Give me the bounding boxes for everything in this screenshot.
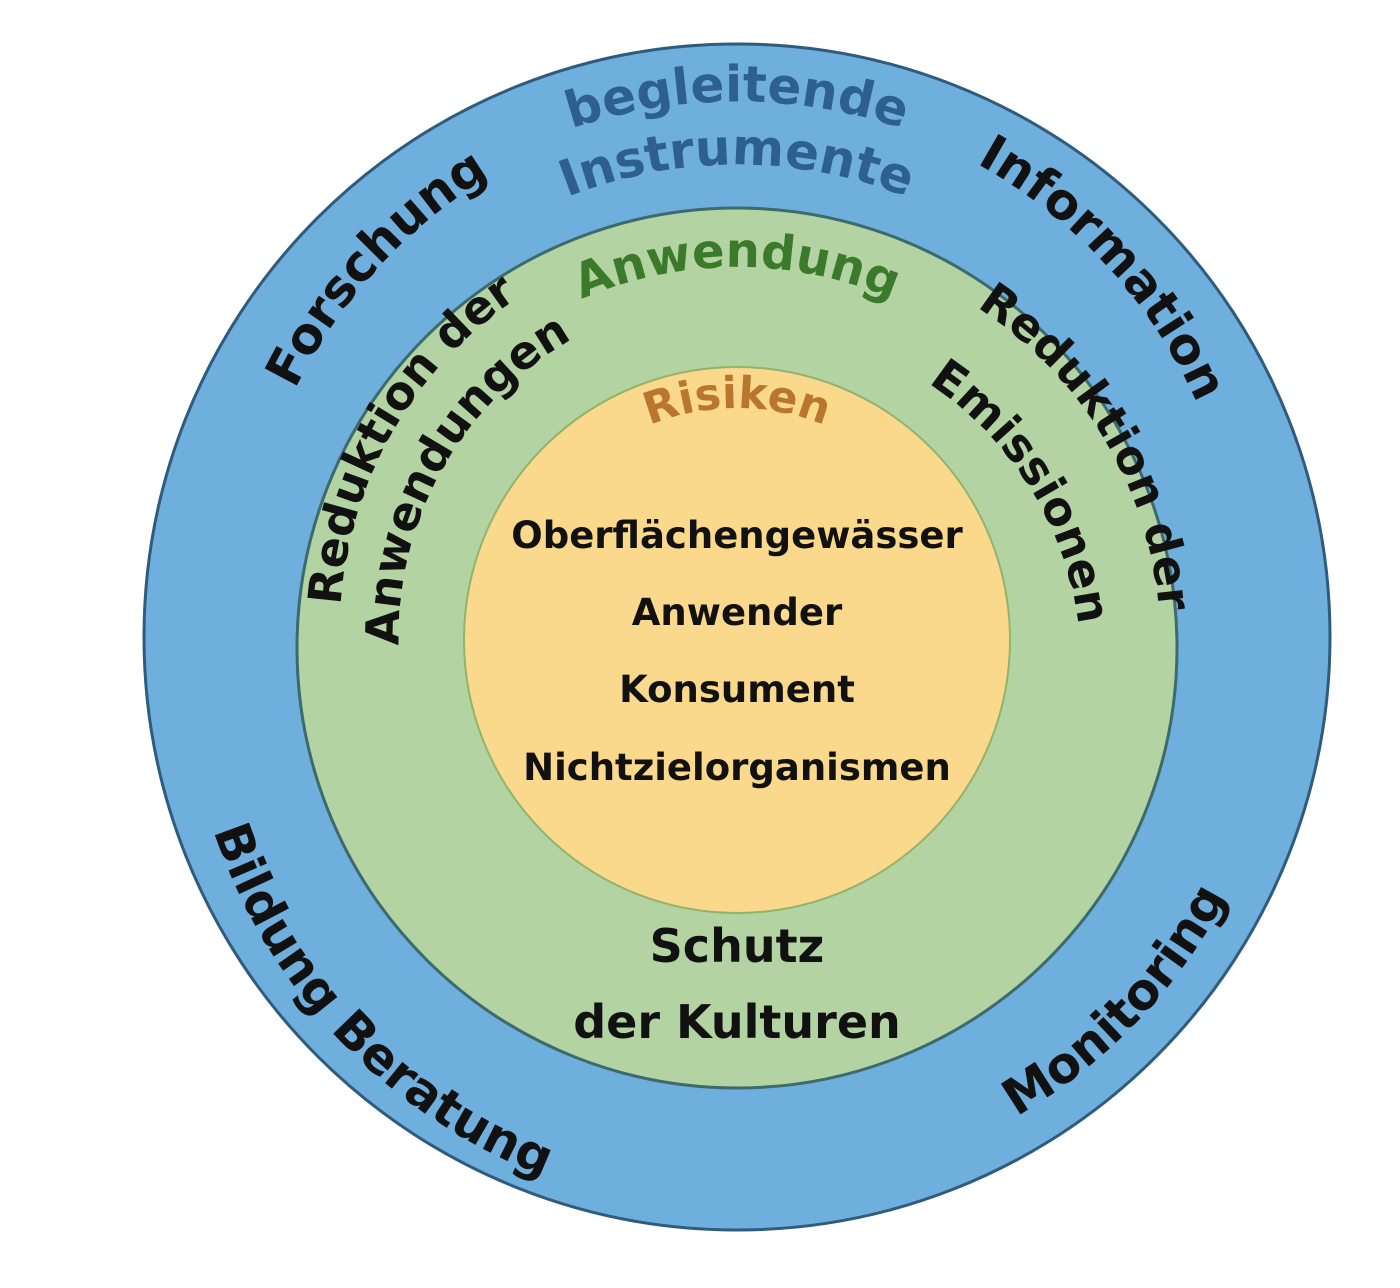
bottom-label-line1: Schutz (650, 919, 825, 973)
bottom-label-line2: der Kulturen (573, 995, 901, 1049)
risk-item: Konsument (619, 668, 855, 711)
risk-item: Anwender (632, 591, 843, 634)
inner-circle (463, 366, 1011, 914)
risk-item: Nichtzielorganismen (523, 746, 951, 789)
risk-item: Oberflächengewässer (511, 514, 963, 557)
